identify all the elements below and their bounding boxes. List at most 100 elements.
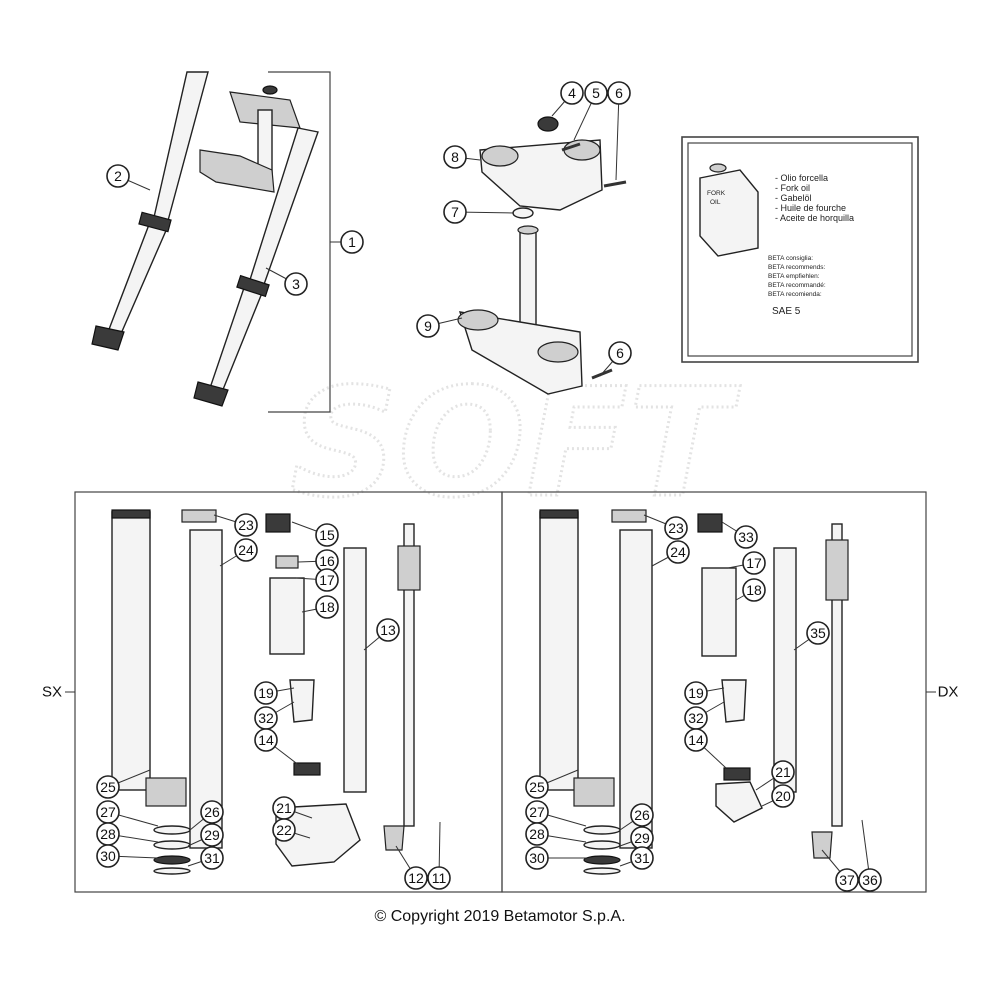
callout-number-35: 35 [810,625,826,641]
callout-circle [427,866,451,890]
callout-number-19: 19 [258,685,274,701]
callout-number-33: 33 [738,529,754,545]
oil-name-fr: - Huile de fourche [775,203,846,213]
callout-circle [315,595,339,619]
oil-can-label-line2: OIL [710,199,721,206]
side-label-sx: SX [42,684,62,701]
callout-number-23: 23 [668,520,684,536]
callout-number-18: 18 [746,582,762,598]
callout-number-25: 25 [100,779,116,795]
callout-number-2: 2 [114,168,122,184]
callout-number-8: 8 [451,149,459,165]
callout-number-24: 24 [238,542,254,558]
callout-number-9: 9 [424,318,432,334]
callout-number-6: 6 [616,345,624,361]
fork-assembly-group [91,71,340,413]
callout-number-17: 17 [746,555,762,571]
callout-circle [272,818,296,842]
callout-circle [684,681,708,705]
copyright-text: © Copyright 2019 Betamotor S.p.A. [374,908,626,925]
callout-number-30: 30 [100,848,116,864]
callout-number-19: 19 [688,685,704,701]
callout-number-27: 27 [100,804,116,820]
callout-circle [234,513,258,537]
callout-number-15: 15 [319,527,335,543]
callout-number-12: 12 [408,870,424,886]
callout-circle [315,568,339,592]
callout-number-11: 11 [432,870,447,886]
callout-circle [340,230,364,254]
callout-circle [742,551,766,575]
callout-circle [771,760,795,784]
left-leg-parts [111,509,421,875]
callout-number-32: 32 [688,710,704,726]
callout-number-4: 4 [568,85,576,101]
callout-number-26: 26 [204,804,220,820]
callout-circle [254,681,278,705]
callout-number-13: 13 [380,622,396,638]
callout-number-30: 30 [529,850,545,866]
callout-circle [858,868,882,892]
callout-number-14: 14 [258,732,274,748]
callout-number-28: 28 [529,826,545,842]
callout-circle [106,164,130,188]
callout-number-37: 37 [839,872,855,888]
callout-circle [734,525,758,549]
callout-number-27: 27 [529,804,545,820]
callout-circle [404,866,428,890]
callout-circle [284,272,308,296]
callout-number-3: 3 [292,276,300,292]
callout-circle [664,516,688,540]
right-leg-parts [539,509,849,875]
callout-circle [443,145,467,169]
callout-circle [443,200,467,224]
callout-circle [96,775,120,799]
callout-circle [684,728,708,752]
callout-circle [254,728,278,752]
callout-circle [666,540,690,564]
callout-circle [234,538,258,562]
callout-number-36: 36 [862,872,878,888]
callout-circle [525,775,549,799]
callout-circle [96,844,120,868]
recommend-it: BETA consiglia: [768,255,813,262]
callout-number-28: 28 [100,826,116,842]
callout-number-5: 5 [592,85,600,101]
callout-number-14: 14 [688,732,704,748]
callout-circle [416,314,440,338]
oil-grade: SAE 5 [772,306,801,317]
watermark-text: SOFT [290,357,741,531]
callout-circle [560,81,584,105]
callout-number-31: 31 [634,850,650,866]
callout-circle [200,800,224,824]
callout-number-25: 25 [529,779,545,795]
left-fork-leg-drawing [91,71,209,351]
callout-number-23: 23 [238,517,254,533]
callout-number-6: 6 [615,85,623,101]
callout-number-1: 1 [348,234,356,250]
callout-number-20: 20 [775,788,791,804]
oil-can-label-line1: FORK [707,190,726,197]
callout-circle [525,846,549,870]
callout-number-21: 21 [775,764,791,780]
callout-circle [525,822,549,846]
callout-leader-line [615,92,620,181]
callout-circle [835,868,859,892]
callout-number-7: 7 [451,204,459,220]
callout-circle [771,784,795,808]
callout-circle [607,81,631,105]
oil-name-en: - Fork oil [775,183,810,193]
callout-number-31: 31 [204,850,220,866]
callout-number-29: 29 [204,827,220,843]
fork-oil-info-box: FORK OIL - Olio forcella - Fork oil - Ga… [681,136,919,363]
recommend-es: BETA recomienda: [768,291,822,298]
recommend-de: BETA empfiehlen: [768,273,820,280]
callout-circle [584,81,608,105]
callout-circle [806,621,830,645]
callout-number-22: 22 [276,822,292,838]
callout-circle [200,846,224,870]
oil-name-it: - Olio forcella [775,173,828,183]
